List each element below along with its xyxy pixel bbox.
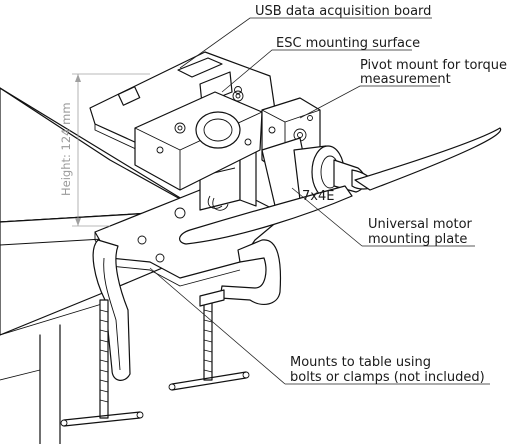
mounts-label-line2: bolts or clamps (not included) bbox=[290, 370, 485, 385]
propeller: 7x4E bbox=[179, 127, 502, 245]
callouts: USB data acquisition board ESC mounting … bbox=[255, 4, 507, 385]
motor-assembly bbox=[261, 137, 377, 211]
leader-lines bbox=[149, 17, 490, 385]
propeller-blade-left bbox=[179, 185, 353, 245]
leader-esc-surface bbox=[221, 49, 412, 93]
height-dimension: Height: 124 mm bbox=[59, 73, 150, 227]
right-clamp bbox=[168, 239, 282, 391]
pivot-label-line2: measurement bbox=[360, 72, 451, 87]
motor-plate-label-line1: Universal motor bbox=[368, 217, 473, 232]
mounts-label-line1: Mounts to table using bbox=[290, 355, 431, 370]
height-label: Height: 124 mm bbox=[59, 102, 73, 196]
leader-motor-plate bbox=[291, 187, 363, 247]
cables bbox=[207, 195, 229, 211]
esc-mount bbox=[134, 90, 263, 191]
usb-board-label: USB data acquisition board bbox=[255, 4, 431, 19]
leader-usb-board bbox=[179, 17, 432, 69]
leader-pivot bbox=[299, 85, 440, 119]
propeller-blade-right bbox=[354, 127, 502, 191]
left-clamp bbox=[60, 239, 144, 427]
motor-plate-label-line2: mounting plate bbox=[368, 232, 467, 247]
esc-surface-label: ESC mounting surface bbox=[276, 36, 420, 51]
pivot-label-line1: Pivot mount for torque bbox=[360, 58, 507, 73]
propeller-label: 7x4E bbox=[302, 189, 334, 204]
leader-mounts bbox=[149, 267, 286, 385]
